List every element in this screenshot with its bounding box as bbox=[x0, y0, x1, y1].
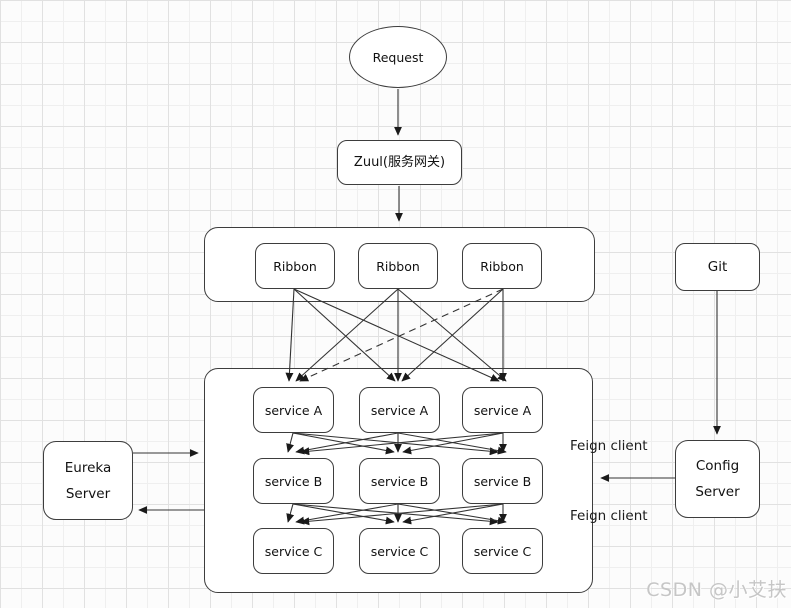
eureka-label-line1: Eureka bbox=[64, 459, 112, 476]
service-label: service C bbox=[370, 543, 429, 559]
request-node: Request bbox=[349, 26, 447, 88]
service-label: service B bbox=[370, 473, 429, 489]
git-label: Git bbox=[707, 258, 728, 275]
eureka-server-node: Eureka Server bbox=[43, 441, 133, 520]
service-a-node-1: service A bbox=[253, 387, 334, 433]
service-c-node-1: service C bbox=[253, 528, 334, 574]
service-label: service B bbox=[473, 473, 532, 489]
request-label: Request bbox=[372, 49, 424, 65]
service-a-node-3: service A bbox=[462, 387, 543, 433]
service-b-node-1: service B bbox=[253, 458, 334, 504]
config-label-line2: Server bbox=[695, 484, 740, 500]
service-label: service C bbox=[473, 543, 532, 559]
zuul-label: Zuul(服务网关) bbox=[353, 154, 446, 170]
csdn-watermark: CSDN @小艾扶 bbox=[646, 579, 787, 601]
service-b-node-2: service B bbox=[359, 458, 440, 504]
service-label: service A bbox=[370, 402, 429, 418]
ribbon-node-3: Ribbon bbox=[462, 243, 542, 289]
zuul-gateway-node: Zuul(服务网关) bbox=[337, 140, 462, 185]
service-label: service B bbox=[264, 473, 323, 489]
service-label: service C bbox=[264, 543, 323, 559]
ribbon-label: Ribbon bbox=[376, 258, 420, 274]
service-a-node-2: service A bbox=[359, 387, 440, 433]
ribbon-label: Ribbon bbox=[480, 258, 524, 274]
feign-client-label-bottom: Feign client bbox=[570, 508, 648, 524]
ribbon-label: Ribbon bbox=[273, 258, 317, 274]
ribbon-node-1: Ribbon bbox=[255, 243, 335, 289]
eureka-label-line2: Server bbox=[65, 485, 111, 502]
service-c-node-2: service C bbox=[359, 528, 440, 574]
service-label: service A bbox=[473, 402, 532, 418]
service-b-node-3: service B bbox=[462, 458, 543, 504]
feign-client-label-top: Feign client bbox=[570, 438, 648, 454]
service-label: service A bbox=[264, 402, 323, 418]
config-label-line1: Config bbox=[695, 458, 740, 474]
service-c-node-3: service C bbox=[462, 528, 543, 574]
git-node: Git bbox=[675, 243, 760, 291]
config-server-node: Config Server bbox=[675, 440, 760, 518]
ribbon-node-2: Ribbon bbox=[358, 243, 438, 289]
